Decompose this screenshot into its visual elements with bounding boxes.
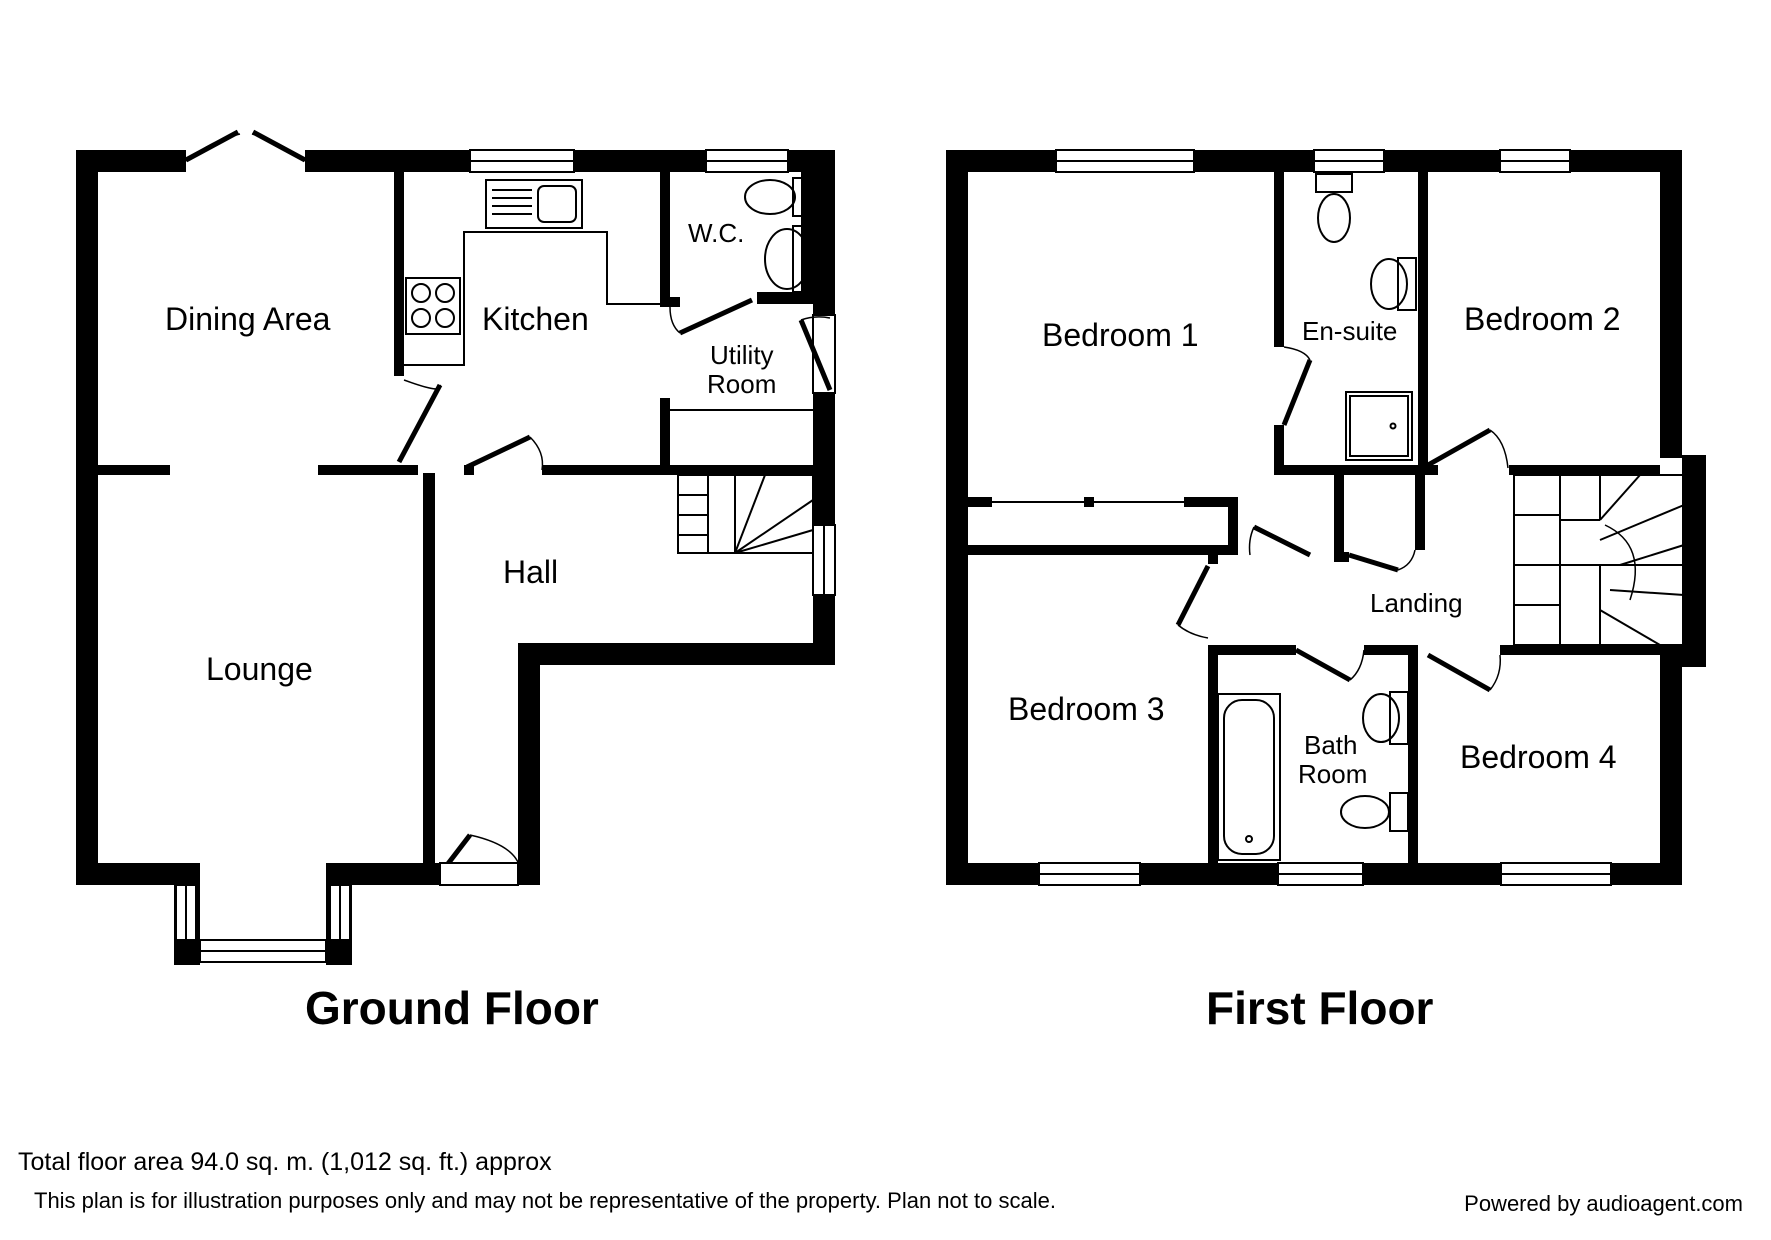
ground-floor-fixtures (404, 177, 814, 554)
toilet-icon (744, 177, 812, 217)
room-wc: W.C. (688, 218, 744, 248)
room-landing: Landing (1370, 588, 1463, 618)
shower-tray-icon (1345, 391, 1413, 461)
ground-floor-title: Ground Floor (305, 982, 599, 1034)
first-floor-fixtures (1217, 173, 1685, 861)
first-floor-title: First Floor (1206, 982, 1434, 1034)
hob-icon (405, 277, 461, 335)
room-bedroom-3: Bedroom 3 (1008, 691, 1165, 727)
room-bath-line1: Bath (1304, 730, 1358, 760)
total-floor-area: Total floor area 94.0 sq. m. (1,012 sq. … (18, 1148, 552, 1176)
room-bedroom-1: Bedroom 1 (1042, 317, 1199, 353)
powered-by-text: Powered by audioagent.com (1464, 1191, 1743, 1216)
ground-floor-walls (76, 150, 835, 965)
room-utility-line2: Room (707, 369, 776, 399)
first-floor-windows (1038, 149, 1612, 886)
bathroom-basin-icon (1362, 691, 1409, 745)
room-utility-line1: Utility (710, 340, 774, 370)
room-bedroom-2: Bedroom 2 (1464, 301, 1621, 337)
stairs-icon (677, 474, 814, 554)
room-lounge: Lounge (206, 651, 313, 687)
ensuite-toilet-icon (1315, 173, 1353, 243)
sink-icon (485, 179, 583, 229)
disclaimer-text: This plan is for illustration purposes o… (34, 1188, 1056, 1213)
room-kitchen: Kitchen (482, 301, 589, 337)
first-floor-doors (992, 346, 1509, 693)
bath-icon (1217, 693, 1281, 861)
basin-icon (764, 225, 812, 293)
room-bedroom-4: Bedroom 4 (1460, 739, 1617, 775)
first-floor-plan: Bedroom 1 En-suite Bedroom 2 Landing Bed… (946, 149, 1706, 1034)
ground-floor-windows (175, 149, 836, 963)
first-floor-walls (946, 150, 1706, 885)
ground-floor-doors (184, 129, 833, 886)
room-hall: Hall (503, 554, 558, 590)
room-dining-area: Dining Area (165, 301, 331, 337)
ensuite-basin-icon (1370, 257, 1417, 311)
ground-floor-plan: Dining Area Kitchen W.C. Utility Room Lo… (76, 129, 836, 1034)
bathroom-toilet-icon (1340, 792, 1409, 832)
first-floor-stairs-icon (1513, 474, 1685, 646)
room-bath-line2: Room (1298, 759, 1367, 789)
room-ensuite: En-suite (1302, 316, 1397, 346)
